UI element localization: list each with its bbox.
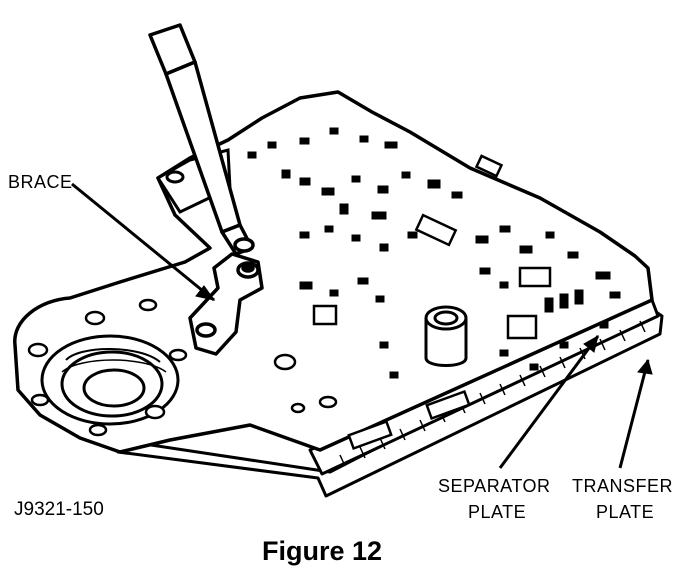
transfer-arrowhead [637, 358, 653, 375]
transfer-plate-label-line2: PLATE [596, 502, 654, 522]
screwdriver [148, 23, 255, 256]
bore-plug [424, 305, 468, 367]
brace-leader [71, 182, 215, 302]
figure-caption: Figure 12 [262, 536, 382, 566]
leader-arrowheads [195, 285, 653, 375]
separator-arrowhead [583, 334, 599, 353]
leader-lines [71, 182, 650, 469]
accumulator-bore [40, 334, 180, 426]
brace-label: BRACE [8, 172, 73, 192]
valve-pins [273, 353, 338, 414]
part-number: J9321-150 [14, 499, 104, 520]
separator-plate-label-line2: PLATE [468, 502, 526, 522]
flange-holes [27, 298, 188, 437]
separator-plate-label-line1: SEPARATOR [438, 476, 551, 496]
outlined-ports [312, 154, 552, 451]
fluid-ports [247, 127, 621, 379]
separator-leader [498, 335, 600, 469]
transfer-leader [618, 359, 650, 469]
transfer-plate-label-line1: TRANSFER [572, 476, 673, 496]
brace-arrowhead [195, 285, 216, 301]
transfer-plate [116, 306, 664, 498]
brace [188, 252, 264, 356]
